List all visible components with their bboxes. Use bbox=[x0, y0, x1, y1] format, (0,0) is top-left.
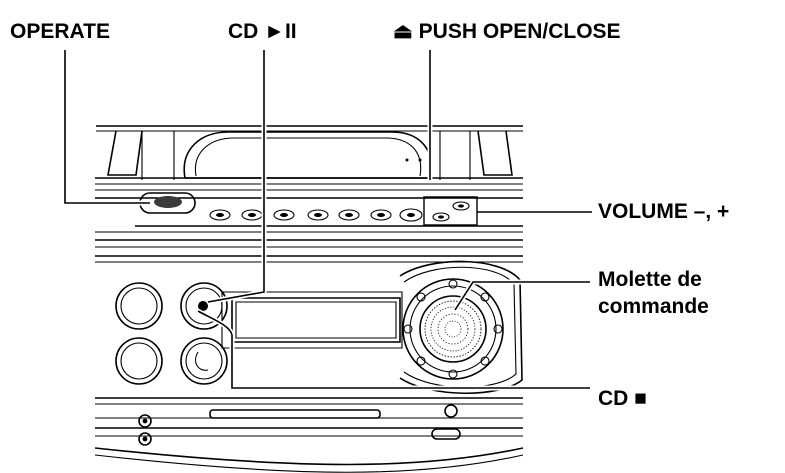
cd-stop-leader-line bbox=[197, 310, 590, 389]
dial-marker-w bbox=[403, 324, 413, 334]
cd-play-pause-button-dot bbox=[198, 301, 208, 311]
dial-housing bbox=[399, 260, 523, 395]
callout-lines bbox=[62, 50, 592, 391]
operate-label: OPERATE bbox=[10, 20, 110, 43]
jack-upper bbox=[138, 414, 152, 428]
dial-marker-s bbox=[448, 369, 458, 379]
top-left-button[interactable] bbox=[115, 282, 163, 330]
dial-marker-nw bbox=[416, 292, 426, 302]
volume-label: VOLUME –, + bbox=[598, 200, 729, 223]
jog-dial-markers bbox=[403, 279, 503, 379]
top-control-strip bbox=[95, 192, 523, 257]
function-buttons bbox=[209, 208, 423, 222]
small-knob bbox=[444, 404, 458, 418]
bottom-section bbox=[94, 404, 524, 473]
cd-stop-button[interactable] bbox=[180, 337, 228, 385]
dial-marker-ne bbox=[480, 292, 490, 302]
function-button-4[interactable] bbox=[307, 209, 329, 221]
small-pill-button[interactable] bbox=[431, 428, 461, 440]
cd-button-grid bbox=[115, 282, 228, 385]
volume-minus-button[interactable] bbox=[432, 212, 450, 222]
function-button-6[interactable] bbox=[370, 209, 392, 221]
push-open-close-label: ⏏ PUSH OPEN/CLOSE bbox=[393, 20, 621, 43]
operate-button-indicator bbox=[154, 196, 182, 208]
dial-marker-se bbox=[480, 356, 490, 366]
jack-lower bbox=[138, 432, 152, 446]
bottom-left-button[interactable] bbox=[115, 337, 163, 385]
cd-play-pause-leader-line bbox=[207, 50, 265, 303]
function-button-3[interactable] bbox=[273, 209, 295, 221]
volume-buttons-box bbox=[423, 196, 478, 226]
cd-play-pause-button[interactable] bbox=[180, 282, 228, 330]
function-button-1[interactable] bbox=[209, 209, 231, 221]
cd-play-pause-label: CD ►II bbox=[228, 20, 297, 43]
jog-dial[interactable] bbox=[402, 278, 504, 380]
molette-label-line1: Molette de bbox=[598, 268, 702, 291]
function-button-2[interactable] bbox=[241, 209, 263, 221]
dial-marker-sw bbox=[416, 356, 426, 366]
cd-stop-label: CD ■ bbox=[598, 387, 647, 410]
molette-leader-line bbox=[454, 281, 590, 311]
operate-leader-line bbox=[64, 50, 150, 204]
cassette-slot bbox=[209, 409, 381, 419]
cd-lid bbox=[95, 125, 523, 191]
function-button-5[interactable] bbox=[338, 209, 360, 221]
front-panel bbox=[95, 260, 523, 405]
dial-marker-n bbox=[448, 279, 458, 289]
dial-marker-e bbox=[493, 324, 503, 334]
cd-stop-button-mark bbox=[195, 351, 209, 371]
display-window bbox=[231, 297, 401, 343]
molette-label-line2: commande bbox=[598, 295, 709, 318]
function-button-7[interactable] bbox=[399, 208, 423, 222]
volume-plus-button[interactable] bbox=[452, 201, 470, 211]
